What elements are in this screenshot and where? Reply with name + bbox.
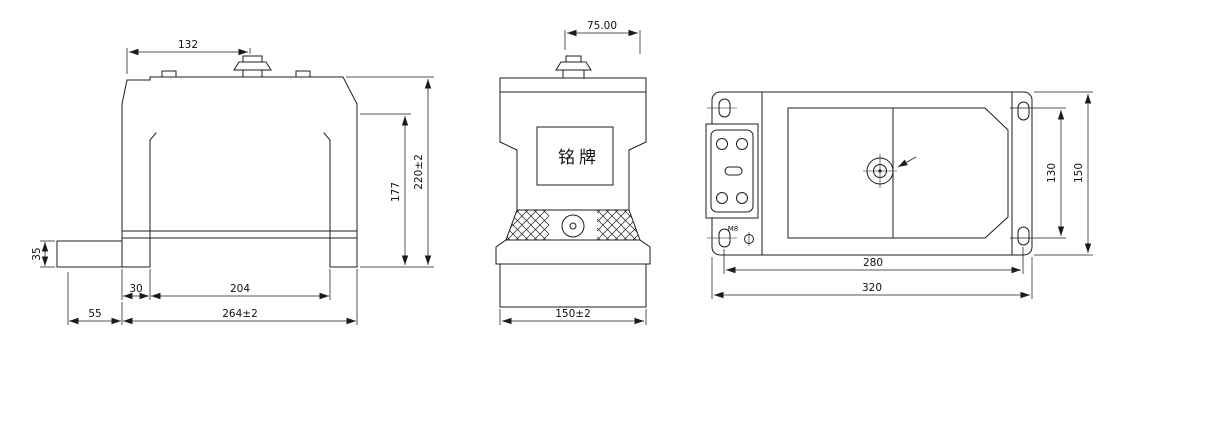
front-view [56,55,358,268]
plan-terminal-box [705,123,759,219]
thread-label: M8 [728,225,739,233]
dim-plan-hole-spacing: 280 [863,257,883,269]
front-dimensions: 132 177 220±2 35 30 204 55 264±2 [31,39,434,325]
dim-front-total-width: 264±2 [222,308,258,320]
front-leg-inner-right [323,132,331,268]
dim-front-foot-height: 35 [31,247,43,260]
side-dimensions: 75.00 150±2 [499,20,647,325]
dim-plan-inner-height: 130 [1046,163,1058,183]
plan-slot-bottom-right [1017,226,1030,246]
terminal-slot [724,166,743,176]
plan-mounting-plate [711,91,1033,256]
dim-front-leg-width: 30 [129,283,142,295]
front-cap-tab-right [295,70,311,78]
terminal-2 [736,138,748,150]
dim-plan-total-width: 320 [862,282,882,294]
direction-arrow [897,156,917,168]
front-base-step [56,240,151,268]
dim-front-inner-width: 204 [230,283,250,295]
front-body-left [121,79,128,268]
side-bolt-hole [561,214,585,238]
side-feet [495,239,651,265]
front-clamp-band [121,230,358,239]
plan-body-edges [761,91,1013,256]
terminal-3 [716,192,728,204]
plan-dimensions: 130 150 280 320 [711,91,1093,299]
dim-front-top-width: 132 [178,39,198,51]
dim-side-total-width: 150±2 [555,308,591,320]
terminal-1 [716,138,728,150]
plan-center-boss [863,154,917,188]
plan-view: M8 [705,91,1033,256]
terminal-4 [736,192,748,204]
dim-plan-total-height: 150 [1073,163,1085,183]
plan-slot-top-right [1017,101,1030,121]
side-body-outline [499,77,647,211]
front-body-right [342,76,358,268]
plan-ground-screw: M8 [728,225,754,246]
dim-side-terminal-width: 75.00 [587,20,617,32]
nameplate-label: 铭牌 [558,148,600,168]
dim-front-height-inner: 177 [390,182,402,202]
dim-front-height-total: 220±2 [413,154,425,190]
front-cap-tab-left [161,70,177,78]
plan-core-outline [787,107,1009,239]
side-base [499,263,647,308]
side-clamp-band [505,209,641,241]
dim-front-left-offset: 55 [88,308,101,320]
side-primary-terminal [555,55,592,79]
plan-slot-centerlines [707,107,737,239]
side-view: 铭牌 [495,55,651,308]
front-leg-inner-left [149,132,157,268]
front-cap-outline [126,76,344,81]
front-primary-terminal [233,55,272,78]
nameplate [536,126,614,186]
